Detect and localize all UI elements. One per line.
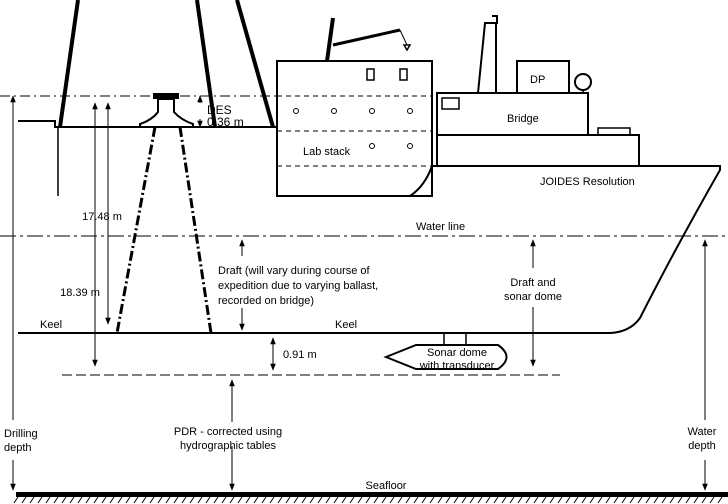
derrick — [58, 0, 275, 128]
des-fitting — [139, 93, 194, 128]
bridge-label: Bridge — [507, 113, 539, 125]
lab-stack — [276, 17, 433, 197]
height-1839-label: 18.39 m — [60, 287, 100, 299]
drill-string-left — [115, 126, 157, 334]
keel-center-label: Keel — [335, 319, 357, 331]
drilling-depth-label-1: Drilling — [4, 428, 38, 440]
drill-string-right — [178, 126, 213, 334]
lab-stack-label: Lab stack — [303, 146, 351, 158]
bridge-structure — [436, 15, 640, 167]
draft-label-2: expedition due to varying ballast, — [218, 280, 378, 292]
sonar-dome — [383, 332, 508, 370]
seafloor-label: Seafloor — [366, 480, 407, 492]
draft-sonar-label-1: Draft and — [510, 277, 555, 289]
seafloor — [13, 492, 728, 504]
dp-label: DP — [530, 74, 545, 86]
water-depth-label-1: Water — [688, 426, 717, 438]
des-offset-label: 0.36 m — [207, 115, 244, 129]
ship-name-label: JOIDES Resolution — [540, 176, 635, 188]
pdr-label-2: hydrographic tables — [180, 440, 277, 452]
height-1748-label: 17.48 m — [82, 211, 122, 223]
des-label: DES — [207, 103, 232, 117]
pdr-label-1: PDR - corrected using — [174, 426, 282, 438]
dimension-arrows — [10, 95, 708, 491]
draft-label-3: recorded on bridge) — [218, 295, 314, 307]
draft-label-1: Draft (will vary during course of — [218, 265, 371, 277]
water-line-label: Water line — [416, 221, 465, 233]
water-depth-label-2: depth — [688, 440, 716, 452]
keel-left-label: Keel — [40, 319, 62, 331]
sonar-dome-label-2: with transducer — [419, 360, 495, 372]
ship-hull — [18, 120, 721, 334]
offset-091-label: 0.91 m — [283, 349, 317, 361]
sonar-dome-label-1: Sonar dome — [427, 347, 487, 359]
drilling-depth-label-2: depth — [4, 442, 32, 454]
draft-sonar-label-2: sonar dome — [504, 291, 562, 303]
